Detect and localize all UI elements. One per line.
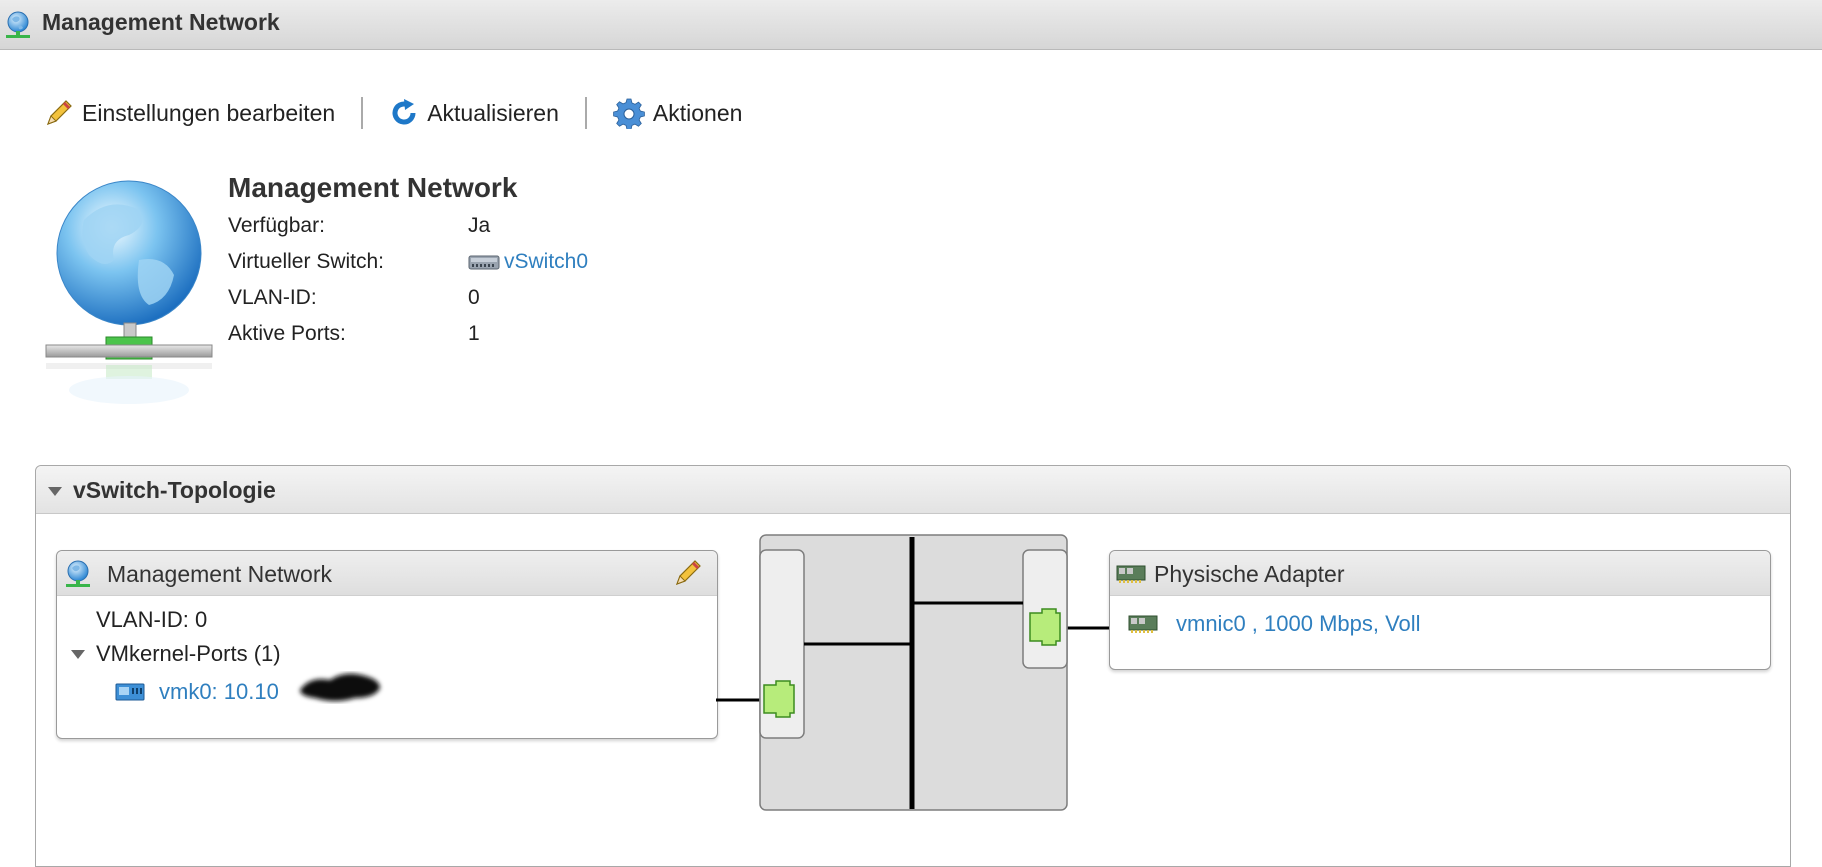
port-group-vlan: VLAN-ID: 0 — [96, 607, 208, 632]
actions-label: Aktionen — [652, 99, 743, 126]
vswitch-label: Virtueller Switch: — [228, 250, 385, 273]
collapse-triangle-icon[interactable] — [48, 487, 62, 496]
active-ports-value: 1 — [468, 322, 480, 345]
port-group-title: Management Network — [107, 561, 332, 587]
network-globe-icon — [6, 11, 30, 38]
vswitch-value: vSwitch0 — [468, 250, 588, 274]
edit-settings-label: Einstellungen bearbeiten — [82, 99, 336, 126]
vmk-item[interactable]: vmk0: 10.10 — [115, 679, 279, 705]
vmkernel-ports-toggle[interactable]: VMkernel-Ports (1) — [71, 641, 281, 667]
vmnic-item[interactable]: vmnic0 , 1000 Mbps, Voll — [1128, 611, 1421, 637]
expand-triangle-icon — [71, 649, 85, 659]
window-title: Management Network — [42, 9, 280, 35]
vmnic-link[interactable]: vmnic0 , 1000 Mbps, Voll — [1176, 611, 1421, 636]
vmkernel-ports-label: VMkernel-Ports (1) — [96, 641, 281, 666]
switch-icon — [468, 255, 500, 270]
port-right-icon — [1029, 608, 1061, 646]
vlan-value: 0 — [468, 286, 480, 309]
vmk-link[interactable]: vmk0: 10.10 — [159, 679, 279, 704]
toolbar: Einstellungen bearbeiten Aktualisieren A… — [44, 96, 742, 130]
pencil-icon — [46, 100, 72, 126]
vswitch-diagram — [716, 534, 1110, 811]
refresh-label: Aktualisieren — [427, 99, 559, 126]
actions-button[interactable]: Aktionen — [613, 97, 743, 129]
available-value: Ja — [468, 214, 491, 237]
port-group-header: Management Network — [57, 551, 717, 596]
topology-title: vSwitch-Topologie — [73, 477, 276, 503]
gear-icon — [613, 98, 645, 129]
vswitch-link[interactable]: vSwitch0 — [504, 250, 589, 273]
available-label: Verfügbar: — [228, 214, 325, 237]
refresh-button[interactable]: Aktualisieren — [389, 98, 559, 128]
physical-adapters-card: Physische Adapter vmnic0 , 1000 Mbps, Vo… — [1109, 550, 1771, 670]
network-globe-icon — [66, 560, 90, 587]
physical-adapters-header: Physische Adapter — [1110, 551, 1770, 596]
toolbar-separator — [584, 97, 587, 129]
toolbar-separator — [361, 97, 364, 129]
vmkernel-nic-icon — [115, 683, 145, 701]
port-left-icon — [763, 680, 795, 718]
pencil-icon[interactable] — [673, 558, 703, 588]
nic-card-icon — [1128, 615, 1158, 633]
title-bar: Management Network — [0, 0, 1822, 50]
port-group-card: Management Network VLAN-ID: 0 VMkernel-P… — [56, 550, 718, 739]
refresh-icon — [392, 99, 416, 125]
network-globe-icon — [45, 180, 213, 404]
edit-settings-button[interactable]: Einstellungen bearbeiten — [44, 98, 335, 128]
vlan-label: VLAN-ID: — [228, 286, 317, 309]
active-ports-label: Aktive Ports: — [228, 322, 346, 345]
network-title: Management Network — [228, 172, 518, 203]
nic-card-icon — [1116, 565, 1146, 583]
physical-adapters-title: Physische Adapter — [1154, 561, 1345, 587]
topology-header[interactable]: vSwitch-Topologie — [36, 466, 1790, 514]
redaction-blob — [300, 673, 380, 701]
